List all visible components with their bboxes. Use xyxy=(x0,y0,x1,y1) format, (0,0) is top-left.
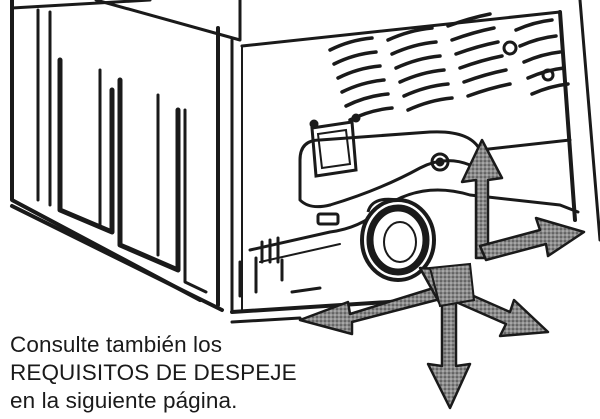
arrow-hub xyxy=(428,262,476,308)
caption-line-3: en la siguiente página. xyxy=(10,388,238,413)
arrow-right-upper xyxy=(478,216,586,262)
caption-line-2: REQUISITOS DE DESPEJE xyxy=(10,360,297,385)
dryer-body xyxy=(10,0,600,324)
arrow-left xyxy=(298,284,446,336)
arrow-down xyxy=(426,288,472,410)
rear-details xyxy=(238,152,450,298)
access-panel-icon xyxy=(309,113,361,178)
exhaust-outlet-icon xyxy=(360,197,436,282)
caption-line-1: Consulte también los xyxy=(10,332,223,357)
caption: Consulte también los REQUISITOS DE DESPE… xyxy=(10,331,370,415)
vent-slots-icon xyxy=(328,12,570,122)
arrow-lower-right xyxy=(454,288,550,338)
